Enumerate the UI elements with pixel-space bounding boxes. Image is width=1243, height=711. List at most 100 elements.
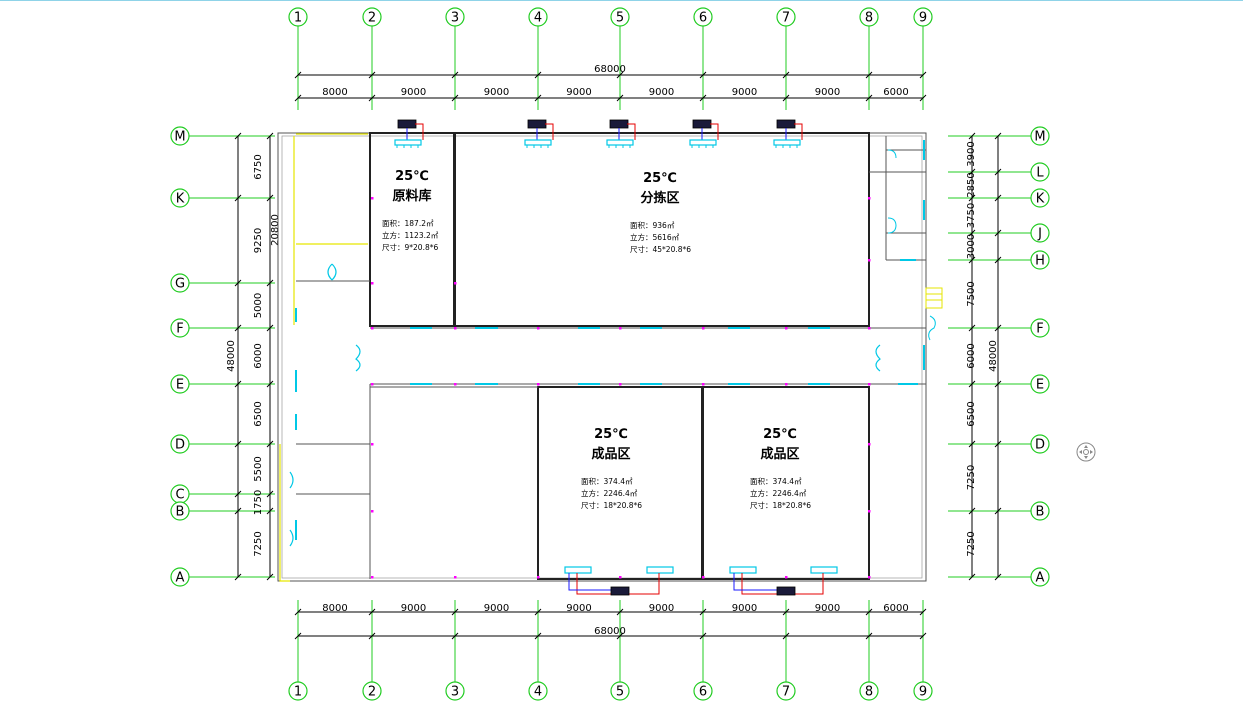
- column-marker: [537, 383, 540, 386]
- column-axis-top-bubble: [445, 7, 465, 27]
- column-marker: [702, 383, 705, 386]
- building-inner-wall: [281, 135, 923, 579]
- dim-row-right: 3900: [966, 141, 977, 166]
- row-axis-right-label: L: [1036, 166, 1044, 181]
- dim-tick-top: [919, 71, 927, 79]
- dim-tick-right: [968, 380, 976, 388]
- row-axis-left-label: F: [176, 322, 183, 337]
- row-axis-right-bubble: [1030, 162, 1050, 182]
- door-symbol: [355, 344, 361, 372]
- dim-tick-bottom: [368, 632, 376, 640]
- row-axis-right-bubble: [1030, 188, 1050, 208]
- condenser-unit: [692, 119, 712, 129]
- dim-tick-left: [234, 279, 242, 287]
- dim-tick-top: [294, 94, 302, 102]
- dim-left-total: 48000: [226, 340, 237, 372]
- row-axis-left-label: K: [176, 192, 185, 207]
- row-axis-left-bubble: [170, 273, 190, 293]
- column-axis-bottom-bubble: [362, 681, 382, 701]
- door-symbol: [887, 149, 897, 234]
- dim-tick-left: [266, 573, 274, 581]
- row-axis-left-bubble: [170, 318, 190, 338]
- row-axis-right-label: A: [1036, 571, 1045, 586]
- room-name: 成品区: [760, 446, 799, 462]
- row-axis-right-bubble: [1030, 126, 1050, 146]
- dim-tick-right: [968, 507, 976, 515]
- dim-row-left: 9250: [253, 228, 264, 253]
- dim-tick-right: [994, 194, 1002, 202]
- row-axis-right-bubble: [1030, 318, 1050, 338]
- column-axis-top-bubble: [528, 7, 548, 27]
- column-marker: [371, 327, 374, 330]
- dim-tick-top: [368, 71, 376, 79]
- yellow-stair: [925, 287, 943, 309]
- dim-row-right: 3750: [966, 203, 977, 228]
- row-axis-right-bubble: [1030, 567, 1050, 587]
- column-axis-bottom-label: 2: [368, 685, 376, 700]
- dim-row-right: 3000: [966, 234, 977, 259]
- refrigerant-pipe: [733, 573, 778, 591]
- dim-tick-right: [994, 324, 1002, 332]
- door-symbol: [928, 315, 936, 341]
- row-axis-left-label: E: [176, 378, 184, 393]
- column-axis-bottom-label: 3: [451, 685, 459, 700]
- row-axis-right-label: E: [1036, 378, 1044, 393]
- dim-tick-left: [234, 507, 242, 515]
- refrigerant-pipe: [415, 123, 424, 140]
- evaporator-fan: [691, 145, 714, 148]
- column-marker: [702, 327, 705, 330]
- dim-column-top: 6000: [883, 87, 908, 98]
- dim-tick-top: [294, 71, 302, 79]
- pan-navigation-icon[interactable]: [1076, 442, 1096, 462]
- dim-column-top: 9000: [815, 87, 840, 98]
- column-marker: [785, 327, 788, 330]
- dim-row-right: 6000: [966, 343, 977, 368]
- dim-tick-top: [534, 94, 542, 102]
- row-axis-left-bubble: [170, 434, 190, 454]
- dim-tick-left: [234, 440, 242, 448]
- dim-tick-left: [266, 440, 274, 448]
- evaporator-unit: [646, 566, 674, 574]
- dim-tick-right: [994, 132, 1002, 140]
- dim-left-sub: 20800: [270, 214, 281, 246]
- column-axis-bottom-bubble: [445, 681, 465, 701]
- dim-tick-right: [994, 573, 1002, 581]
- evaporator-unit: [773, 139, 801, 146]
- dim-tick-left: [234, 573, 242, 581]
- column-marker: [868, 197, 871, 200]
- column-axis-top-bubble: [362, 7, 382, 27]
- column-axis-top-bubble: [776, 7, 796, 27]
- dim-tick-bottom: [919, 632, 927, 640]
- dim-tick-right: [994, 440, 1002, 448]
- column-axis-bottom-label: 6: [699, 685, 707, 700]
- dim-tick-top: [451, 94, 459, 102]
- dim-tick-left: [266, 132, 274, 140]
- dim-tick-bottom: [699, 608, 707, 616]
- row-axis-right-label: B: [1036, 505, 1045, 520]
- column-marker: [371, 197, 374, 200]
- yellow-outline: [279, 444, 290, 582]
- refrigerant-pipe: [794, 123, 803, 140]
- dim-tick-bottom: [534, 608, 542, 616]
- column-axis-bottom-label: 4: [534, 685, 542, 700]
- dim-tick-left: [266, 279, 274, 287]
- room-temperature: 25℃: [643, 171, 677, 186]
- dim-column-bottom: 8000: [322, 603, 347, 614]
- room-name: 原料库: [392, 188, 431, 204]
- dim-row-left: 6000: [253, 343, 264, 368]
- dim-tick-right: [968, 168, 976, 176]
- dim-tick-bottom: [451, 608, 459, 616]
- dim-tick-left: [234, 380, 242, 388]
- column-axis-top-label: 1: [294, 11, 302, 26]
- dim-tick-left: [234, 194, 242, 202]
- column-axis-bottom-bubble: [288, 681, 308, 701]
- evaporator-fan: [775, 145, 798, 148]
- column-axis-top-label: 9: [919, 11, 927, 26]
- column-axis-top-label: 7: [782, 11, 790, 26]
- dim-tick-top: [699, 71, 707, 79]
- dim-tick-bottom: [616, 632, 624, 640]
- dim-column-bottom: 9000: [484, 603, 509, 614]
- room-volume: 立方：1123.2㎡: [382, 230, 439, 240]
- dim-tick-right: [994, 507, 1002, 515]
